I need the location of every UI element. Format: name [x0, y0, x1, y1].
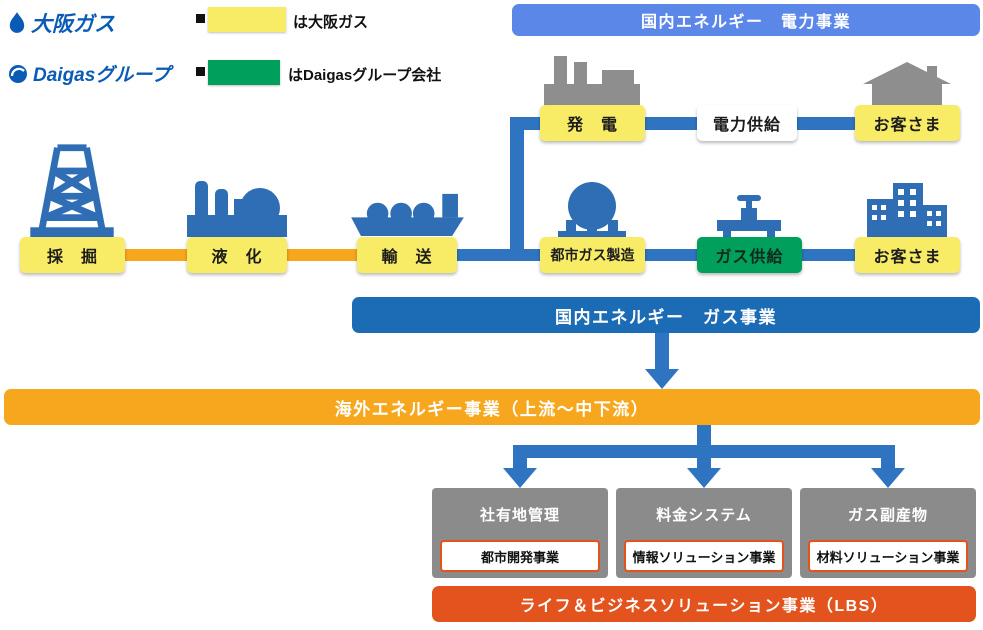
power-customer-box: お客さま	[855, 105, 960, 141]
gas-governor-icon	[717, 195, 781, 237]
legend-bullet-daigas	[196, 67, 205, 76]
legend-label-daigas: はDaigasグループ会社	[288, 67, 442, 84]
lbs-arrowhead-center-icon	[687, 468, 721, 488]
lng-ship-icon	[351, 193, 464, 237]
gas-chain-line	[415, 249, 920, 261]
lbs-column-land-header: 社有地管理	[479, 506, 560, 524]
customer-buildings-icon	[867, 183, 947, 237]
legend-bullet-osaka	[196, 14, 205, 23]
lbs-branch-stem-left	[513, 452, 527, 470]
power-gas-riser-line	[510, 117, 524, 257]
liquefaction-box: 液 化	[187, 237, 287, 273]
gas-holder-icon	[558, 182, 626, 237]
lbs-arrowhead-right-icon	[871, 468, 905, 488]
gas-supply-box: ガス供給	[697, 237, 802, 273]
daigas-group-logo-text: Daigasグループ	[33, 65, 171, 86]
gas-customer-box: お客さま	[855, 237, 960, 273]
lbs-branch-stem-center	[697, 452, 711, 470]
lbs-business-banner: ライフ＆ビジネスソリューション事業（LBS）	[432, 586, 976, 622]
gas-to-overseas-arrowhead-icon	[645, 369, 679, 389]
mining-rig-icon	[30, 144, 114, 237]
lbs-column-land: 社有地管理 都市開発事業	[432, 488, 608, 578]
lbs-column-byproduct: ガス副産物 材料ソリューション事業	[800, 488, 976, 578]
daigas-mark-icon	[9, 64, 27, 83]
overseas-to-lbs-arrow-stem	[697, 425, 711, 451]
flame-icon	[9, 12, 25, 33]
osaka-gas-logo: 大阪ガス	[8, 8, 115, 38]
generation-box: 発 電	[540, 105, 645, 141]
gas-to-overseas-arrow-stem	[655, 333, 669, 371]
osaka-gas-logo-text: 大阪ガス	[31, 13, 115, 36]
daigas-group-logo: Daigasグループ	[8, 60, 170, 87]
legend-label-osaka: は大阪ガス	[293, 14, 369, 31]
legend-swatch-daigas	[208, 60, 280, 85]
overseas-business-banner: 海外エネルギー事業（上流〜中下流）	[4, 389, 980, 425]
house-icon	[863, 62, 951, 105]
material-solution-box: 材料ソリューション事業	[808, 540, 968, 572]
gas-manufacturing-box: 都市ガス製造	[540, 237, 645, 273]
legend-swatch-osaka	[208, 7, 286, 32]
lbs-column-byproduct-header: ガス副産物	[847, 506, 928, 524]
power-plant-icon	[544, 56, 640, 106]
transport-box: 輸 送	[357, 237, 457, 273]
lbs-arrowhead-left-icon	[503, 468, 537, 488]
power-business-banner: 国内エネルギー 電力事業	[512, 4, 980, 36]
power-supply-box: 電力供給	[697, 105, 797, 141]
information-solution-box: 情報ソリューション事業	[624, 540, 784, 572]
urban-development-box: 都市開発事業	[440, 540, 600, 572]
lbs-branch-bar	[513, 445, 895, 458]
lbs-column-billing: 料金システム 情報ソリューション事業	[616, 488, 792, 578]
liquefaction-plant-icon	[187, 181, 287, 237]
lbs-column-billing-header: 料金システム	[656, 506, 752, 524]
lbs-branch-stem-right	[881, 452, 895, 470]
mining-box: 採 掘	[20, 237, 125, 273]
gas-business-banner: 国内エネルギー ガス事業	[352, 297, 980, 333]
